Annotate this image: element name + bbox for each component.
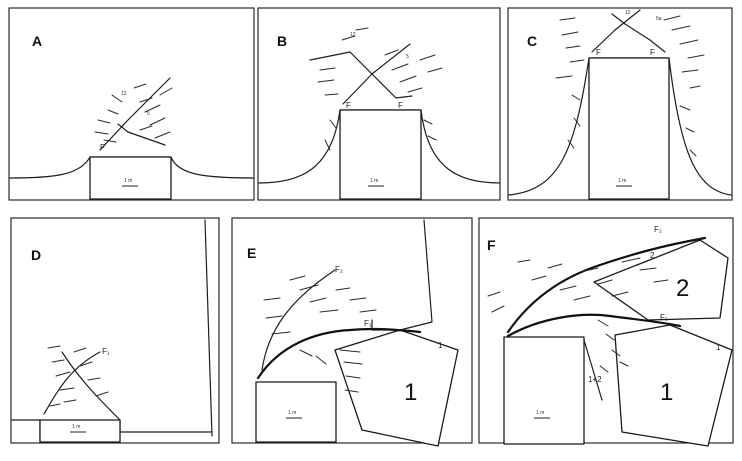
panel-d-scale-label: 1 m (72, 424, 80, 430)
panel-c-scale-label: 1 m (618, 178, 626, 184)
panel-e-block-label-small: 1 (438, 341, 443, 350)
panel-f-contact-label: 1+2 (588, 375, 602, 384)
panel-d-fault-2 (61, 351, 121, 421)
panel-a-scale-label: 1 m (124, 178, 132, 184)
svg-text:5: 5 (406, 54, 409, 60)
panel-d-cracks (47, 345, 109, 407)
svg-text:5a: 5a (656, 16, 662, 22)
panel-c-fault-label-left: F (596, 48, 601, 57)
panel-b: B 12 5 F F 1 m (257, 7, 501, 201)
panel-b-cracks (317, 27, 443, 151)
panel-f-scale-label: 1 m (536, 410, 544, 416)
panel-e-label: E (247, 245, 256, 261)
panel-d-label: D (31, 247, 41, 263)
svg-text:12: 12 (121, 91, 127, 97)
panel-e-block (255, 381, 337, 443)
panel-f-block-label-2-large: 2 (676, 275, 689, 302)
panel-d-block (39, 419, 121, 443)
panel-d-fault-label: F₁ (102, 347, 110, 356)
svg-text:5: 5 (147, 111, 150, 117)
panel-c-fault-left (591, 9, 641, 53)
panel-c-fault-right (611, 13, 666, 53)
panel-d-frame (10, 217, 220, 444)
panel-e-fault-label-2: F₂ (335, 265, 343, 274)
svg-text:12: 12 (350, 32, 356, 38)
panel-a-fault-left (99, 77, 171, 151)
panel-f-block-label-2-small: 2 (650, 251, 655, 260)
panel-b-fault-right (309, 51, 413, 99)
panel-a-fault-label: F (100, 143, 105, 152)
panel-f: F F₂ F₁ 2 2 1 1 1+2 1 m (478, 217, 734, 447)
panel-e-cracks (263, 275, 377, 393)
panel-f-fault-2 (506, 236, 707, 334)
panel-a-label: A (32, 33, 42, 49)
panel-e-block-1 (334, 329, 459, 447)
panel-b-scale-label: 1 m (370, 178, 378, 184)
panel-b-label: B (277, 33, 287, 49)
panel-a: A 12 5 F 1 m (8, 7, 255, 201)
panel-c-fault-label-right: F (650, 48, 655, 57)
panel-a-cracks (94, 83, 173, 143)
panel-b-block (339, 109, 422, 200)
panel-d: D F₁ 1 m (10, 217, 220, 444)
panel-f-block-2 (593, 239, 729, 321)
panel-d-right-edge (204, 219, 213, 437)
panel-f-block-label-1-large: 1 (660, 379, 673, 406)
svg-text:12: 12 (625, 10, 631, 16)
panel-c-block (588, 57, 670, 200)
panel-e-fault-2 (261, 269, 336, 371)
panel-e: E F₂ F₁ 1 1 1 m (231, 217, 473, 447)
panel-f-fault-contact (583, 339, 603, 401)
panel-c: C 12 5a F F 1 m (507, 7, 733, 201)
panel-d-fault (43, 351, 101, 415)
panel-b-fault-label-right: F (398, 101, 403, 110)
panel-f-label: F (487, 237, 496, 253)
panel-f-fault-label-1: F₁ (660, 313, 668, 322)
panel-e-fault-label-1: F₁ (364, 319, 372, 328)
panel-f-fault-1 (506, 313, 682, 338)
panel-a-block (89, 156, 172, 200)
panel-e-fault-1 (256, 327, 422, 380)
panel-f-block-label-1-small: 1 (716, 343, 721, 352)
panel-f-block (503, 336, 585, 445)
panel-c-label: C (527, 33, 537, 49)
panel-f-block-1 (614, 324, 733, 447)
panel-b-fault-label-left: F (346, 101, 351, 110)
panel-f-cracks (487, 257, 669, 373)
panel-e-scale-label: 1 m (288, 410, 296, 416)
panel-e-block-label-large: 1 (404, 379, 417, 406)
panel-f-fault-label-2: F₂ (654, 225, 662, 234)
panel-a-fault-right (117, 123, 166, 146)
panel-c-cracks (555, 15, 705, 157)
